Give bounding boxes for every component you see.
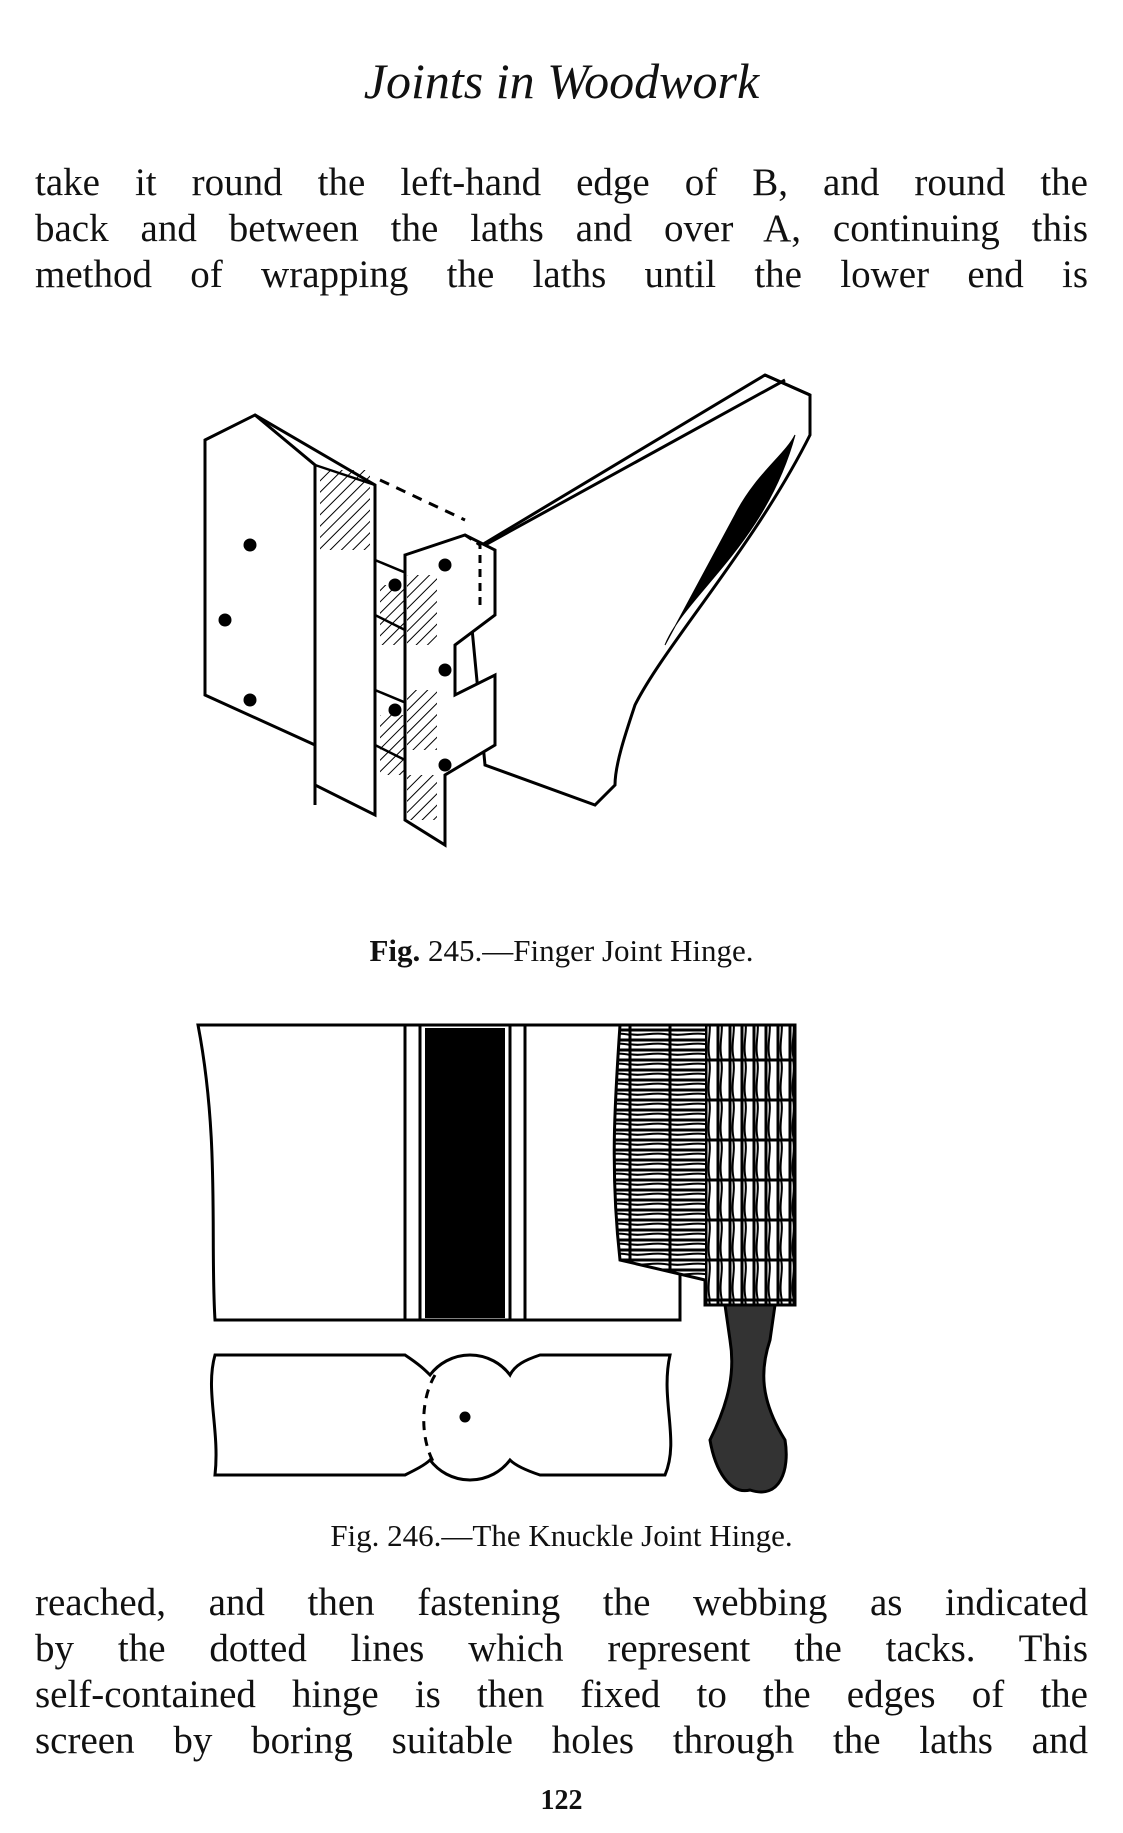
page-number: 122 <box>540 1785 583 1816</box>
figure-245-caption: Fig. 245.—Finger Joint Hinge. <box>0 933 1123 969</box>
caption-number: 246. <box>387 1518 442 1553</box>
caption-number: 245. <box>428 933 483 968</box>
bottom-paragraph: reached, and then fastening the webbing … <box>35 1580 1088 1764</box>
caption-text: —Finger Joint Hinge. <box>482 933 754 968</box>
text-line: take it round the left-hand edge of B, a… <box>35 161 1088 204</box>
caption-label: Fig. <box>369 933 421 968</box>
text-line: by the dotted lines which represent the … <box>35 1627 1088 1670</box>
caption-text: —The Knuckle Joint Hinge. <box>441 1518 793 1553</box>
figure-246-knuckle-joint-illustration <box>196 1023 797 1494</box>
top-paragraph: take it round the left-hand edge of B, a… <box>35 160 1088 298</box>
text-line: self-contained hinge is then fixed to th… <box>35 1673 1088 1716</box>
text-line: method of wrapping the laths until the l… <box>35 253 1088 296</box>
running-header: Joints in Woodwork <box>363 53 760 109</box>
text-line: back and between the laths and over A, c… <box>35 207 1088 250</box>
figure-245-finger-joint-illustration <box>203 373 812 848</box>
caption-label: Fig. <box>330 1518 380 1553</box>
figure-246-caption: Fig. 246.—The Knuckle Joint Hinge. <box>0 1518 1123 1554</box>
text-line: screen by boring suitable holes through … <box>35 1719 1088 1762</box>
text-line: reached, and then fastening the webbing … <box>35 1581 1088 1624</box>
